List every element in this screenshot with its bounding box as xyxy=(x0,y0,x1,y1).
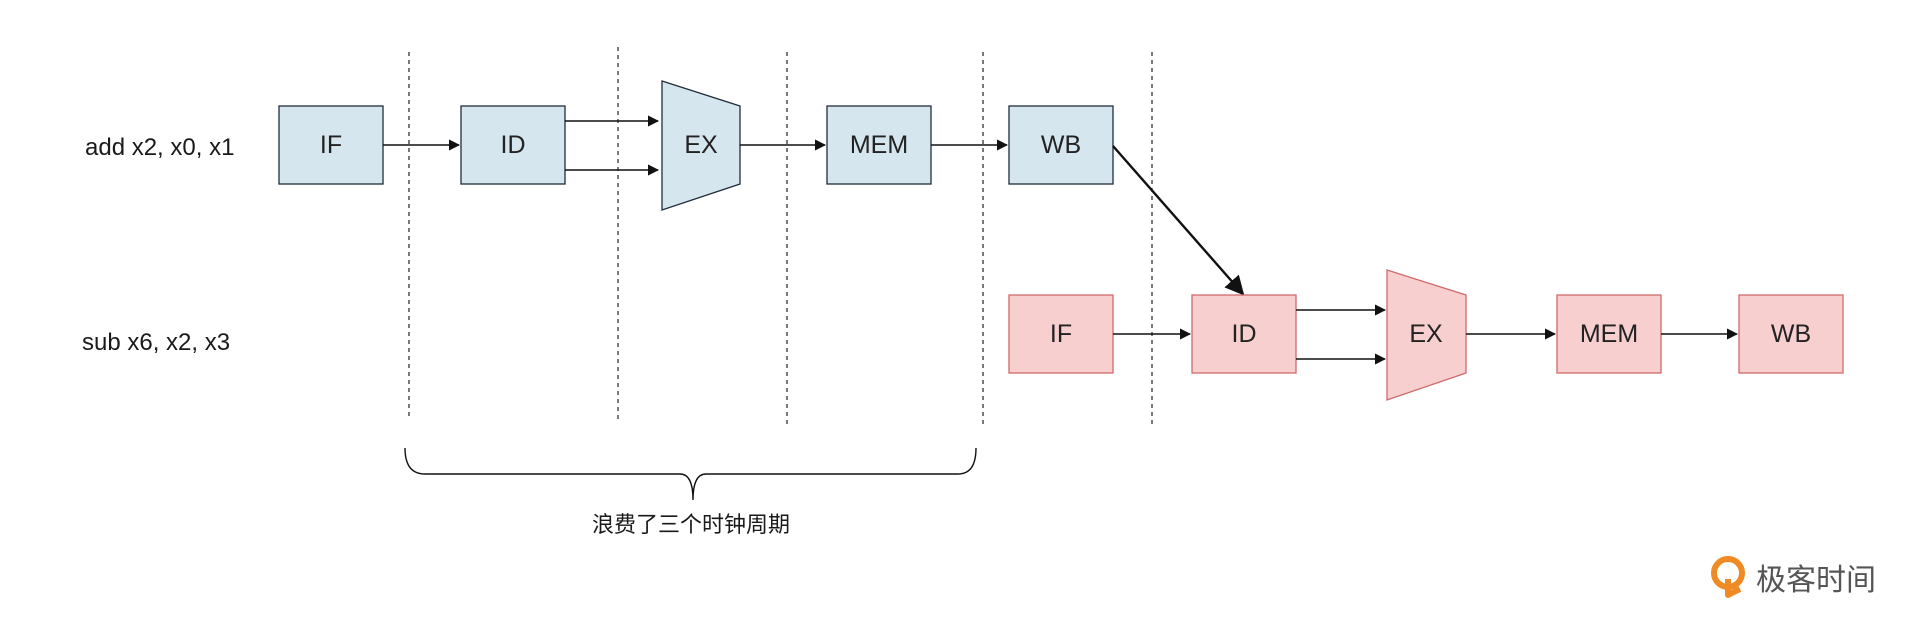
stage-ex-sub xyxy=(1386,269,1467,401)
wasted-cycles-label: 浪费了三个时钟周期 xyxy=(592,512,790,537)
stage-id-add xyxy=(460,105,566,185)
arrow-wb-to-id-dependency xyxy=(1112,145,1245,296)
stage-ex-add xyxy=(661,80,741,211)
stage-wb-add xyxy=(1008,105,1114,185)
stage-ex-sub-label: EX xyxy=(1409,320,1443,348)
stage-if-sub-label: IF xyxy=(1050,320,1072,348)
instruction-label-add: add x2, x0, x1 xyxy=(85,134,234,161)
geektime-logo: 极客时间 xyxy=(1710,555,1876,599)
stage-wb-add-label: WB xyxy=(1041,131,1081,159)
stage-mem-add xyxy=(826,105,932,185)
stage-wb-sub xyxy=(1738,294,1844,374)
stage-mem-sub xyxy=(1556,294,1662,374)
stage-id-sub xyxy=(1191,294,1297,374)
geektime-logo-icon xyxy=(1711,556,1745,598)
stage-mem-add-label: MEM xyxy=(850,131,908,159)
stage-mem-sub-label: MEM xyxy=(1580,320,1638,348)
geektime-logo-text: 极客时间 xyxy=(1756,563,1876,598)
stage-id-sub-label: ID xyxy=(1232,320,1257,348)
instruction-label-sub: sub x6, x2, x3 xyxy=(82,329,230,356)
stage-ex-add-label: EX xyxy=(684,131,718,159)
wasted-cycles-brace xyxy=(404,447,977,501)
stage-id-add-label: ID xyxy=(501,131,526,159)
stage-wb-sub-label: WB xyxy=(1771,320,1811,348)
stage-if-add-label: IF xyxy=(320,131,342,159)
stage-if-add xyxy=(278,105,384,185)
